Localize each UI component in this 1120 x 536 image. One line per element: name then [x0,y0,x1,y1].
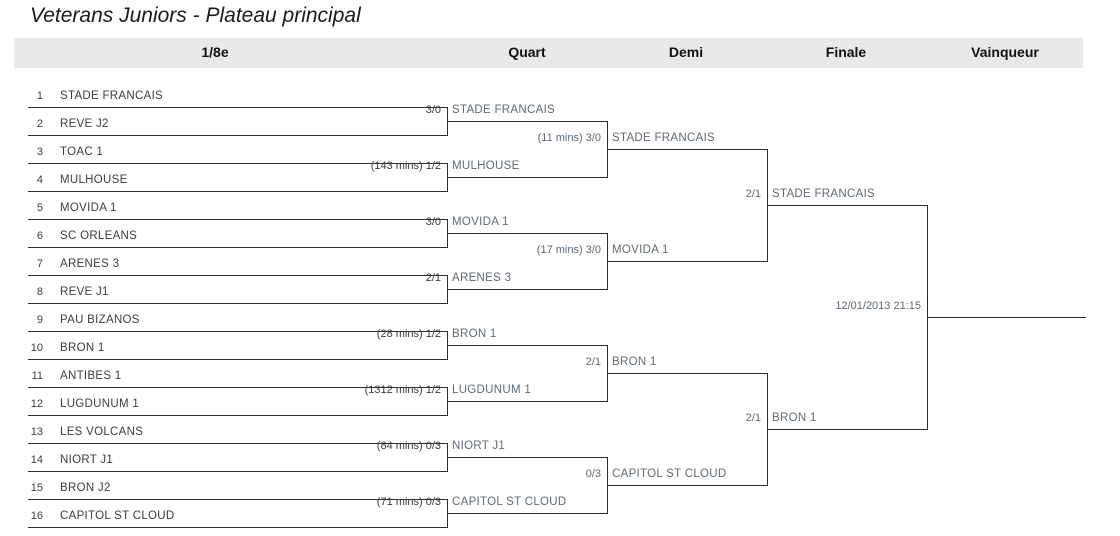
bracket-line [28,219,447,220]
seed-number: 3 [36,146,43,158]
bracket-line [28,415,447,416]
bracket-line [607,149,767,150]
team-name: NIORT J1 [452,440,506,452]
match-score: (71 mins) 0/3 [376,496,441,508]
bracket-line [607,373,767,374]
team-name: MOVIDA 1 [612,244,669,256]
bracket-line [28,443,447,444]
seed-number: 13 [30,426,43,438]
team-name: BRON 1 [612,356,657,368]
team-name: BRON 1 [60,342,105,354]
match-score: (28 mins) 1/2 [376,328,441,340]
round-header-1-8e: 1/8e [201,44,229,60]
match-score: 2/1 [745,412,761,424]
seed-number: 10 [30,342,43,354]
match-score: (143 mins) 1/2 [370,160,441,172]
seed-number: 9 [36,314,43,326]
bracket-line [28,527,447,528]
match-score: (1312 mins) 1/2 [364,384,441,396]
team-name: BRON 1 [772,412,817,424]
team-name: TOAC 1 [60,146,104,158]
seed-number: 14 [30,454,43,466]
bracket-line [28,387,447,388]
bracket-line [447,233,607,234]
match-score: (11 mins) 3/0 [537,132,601,144]
bracket-line [28,359,447,360]
match-datetime: 12/01/2013 21:15 [835,300,921,312]
team-name: BRON 1 [452,328,497,340]
seed-number: 15 [30,482,43,494]
seed-number: 8 [36,286,43,298]
bracket-line [28,135,447,136]
team-name: MOVIDA 1 [452,216,509,228]
round-header-quart: Quart [508,44,546,60]
bracket-line [607,261,767,262]
bracket-line [447,513,607,514]
team-name: REVE J1 [60,286,109,298]
team-name: LES VOLCANS [60,426,144,438]
seed-number: 4 [36,174,43,186]
bracket-line [28,107,447,108]
team-name: STADE FRANCAIS [452,104,556,116]
round-header-vainqueur: Vainqueur [971,44,1039,60]
bracket-line [28,191,447,192]
team-name: PAU BIZANOS [60,314,140,326]
match-score: (84 mins) 0/3 [376,440,441,452]
round-header-finale: Finale [825,44,867,60]
match-score: 2/1 [745,188,761,200]
team-name: CAPITOL ST CLOUD [452,496,567,508]
team-name: CAPITOL ST CLOUD [60,510,175,522]
bracket-line [767,429,927,430]
bracket-line [28,275,447,276]
match-score: (17 mins) 3/0 [536,244,601,256]
match-score: 2/1 [585,356,601,368]
bracket-line [447,401,607,402]
bracket-line [607,485,767,486]
match-score: 3/0 [425,216,441,228]
team-name: SC ORLEANS [60,230,138,242]
team-name: CAPITOL ST CLOUD [612,468,727,480]
team-name: LUGDUNUM 1 [452,384,532,396]
bracket-line [28,163,447,164]
team-name: ARENES 3 [452,272,512,284]
bracket-line [28,471,447,472]
team-name: NIORT J1 [60,454,114,466]
bracket-line [28,303,447,304]
bracket-line [28,499,447,500]
seed-number: 1 [36,90,43,102]
winner-line [927,317,1086,318]
team-name: MOVIDA 1 [60,202,117,214]
team-name: STADE FRANCAIS [612,132,716,144]
bracket-line [447,177,607,178]
seed-number: 5 [36,202,43,214]
team-name: ARENES 3 [60,258,120,270]
bracket-line [447,345,607,346]
bracket-line [28,247,447,248]
page-title: Veterans Juniors - Plateau principal [30,4,361,27]
team-name: STADE FRANCAIS [60,90,164,102]
team-name: REVE J2 [60,118,109,130]
seed-number: 11 [31,370,43,382]
bracket-line [767,205,927,206]
team-name: MULHOUSE [60,174,128,186]
seed-number: 2 [36,118,43,130]
match-score: 3/0 [425,104,441,116]
bracket-line [447,121,607,122]
bracket-line [28,331,447,332]
team-name: MULHOUSE [452,160,520,172]
match-score: 2/1 [425,272,441,284]
seed-number: 12 [30,398,43,410]
seed-number: 16 [30,510,43,522]
seed-number: 6 [36,230,43,242]
team-name: BRON J2 [60,482,111,494]
seed-number: 7 [36,258,43,270]
team-name: ANTIBES 1 [60,370,122,382]
round-header-bar [14,38,1083,68]
bracket-line [447,289,607,290]
team-name: LUGDUNUM 1 [60,398,140,410]
round-header-demi: Demi [668,44,704,60]
team-name: STADE FRANCAIS [772,188,876,200]
match-score: 0/3 [585,468,601,480]
bracket-line [447,457,607,458]
